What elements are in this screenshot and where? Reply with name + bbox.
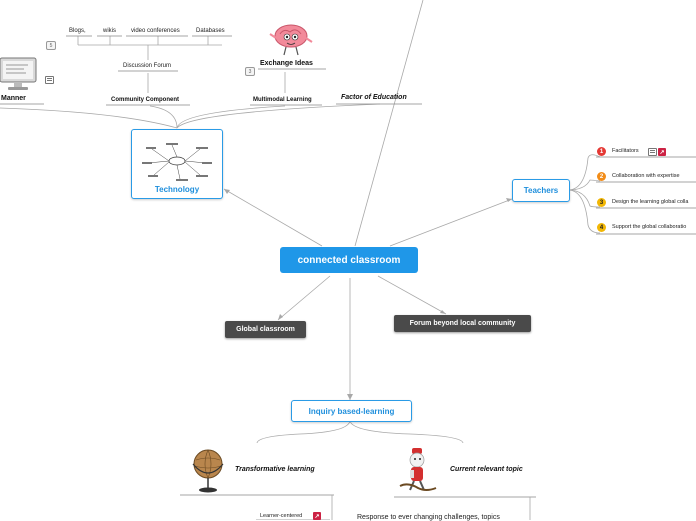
globe-image [190,446,226,494]
teacher-item-facilitators: Facilitators [612,148,639,154]
technology-node[interactable]: Technology [131,129,223,199]
inquiry-based-learning-node[interactable]: Inquiry based-learning [291,400,412,422]
technology-mindmap-thumbnail [142,143,212,181]
priority-1-icon: 1 [597,147,606,156]
manner-count-badge: 5 [46,41,56,50]
discussion-forum-label: Discussion Forum [123,63,172,69]
character-mascot-image [398,446,438,494]
manner-note-icon[interactable] [45,76,54,84]
leaf-databases: Databases [196,28,225,34]
central-topic[interactable]: connected classroom [280,247,418,273]
leaf-wikis: wikis [103,28,116,34]
global-classroom-node[interactable]: Global classroom [225,321,306,338]
teacher-item-collaboration: Collaboration with expertise [612,173,680,179]
brain-mascot-image [268,22,314,58]
response-challenges-label: Response to ever changing challenges, to… [357,514,500,521]
manner-label: Manner [1,95,26,102]
facilitators-link-icon[interactable]: ↗ [658,148,666,156]
priority-3-icon: 3 [597,198,606,207]
exchange-count-badge: 3 [245,67,255,76]
exchange-ideas-label: Exchange Ideas [260,60,313,67]
learner-centered-link-icon[interactable]: ↗ [313,512,321,520]
factor-of-education-label: Factor of Education [341,94,407,101]
teacher-item-support: Support the global collaboratio [612,224,687,230]
learner-centered-label: Learner-centered [260,513,303,519]
teachers-node[interactable]: Teachers [512,179,570,202]
multimodal-learning-label: Multimodal Learning [253,97,312,103]
transformative-learning-label: Transformative learning [235,466,315,473]
facilitators-note-icon[interactable] [648,148,657,156]
technology-label: Technology [154,185,200,194]
monitor-image [0,56,38,94]
leaf-blogs: Blogs, [69,28,86,34]
priority-4-icon: 4 [597,223,606,232]
leaf-video-conferences: video conferences [131,28,180,34]
forum-beyond-community-node[interactable]: Forum beyond local community [394,315,531,332]
teacher-item-design: Design the learning global colla [612,199,689,205]
community-component-label: Community Component [111,97,179,103]
current-relevant-topic-label: Current relevant topic [450,466,523,473]
priority-2-icon: 2 [597,172,606,181]
